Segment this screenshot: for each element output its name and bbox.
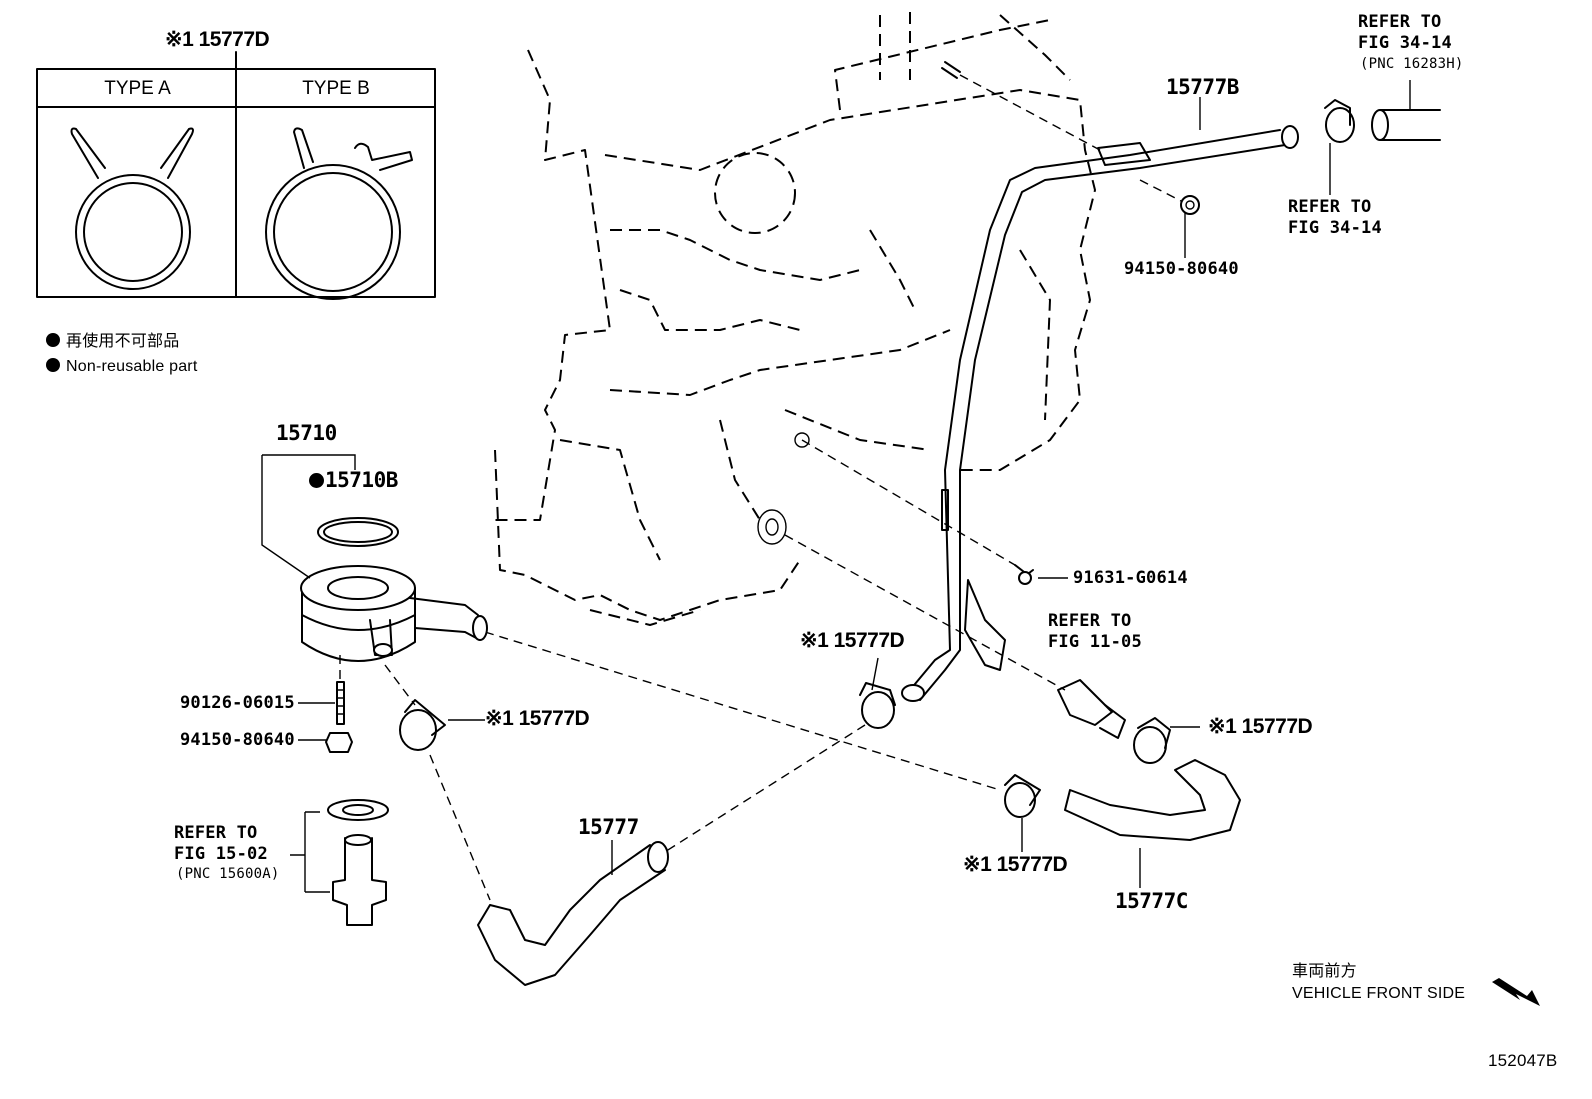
ref-fig-15-02-line2: FIG 15-02 xyxy=(174,844,268,864)
clamp-lower xyxy=(1004,774,1041,818)
engine-mount-boss xyxy=(757,432,810,545)
clamp-top-right xyxy=(1324,99,1355,143)
figure-id: 152047B xyxy=(1488,1051,1558,1070)
clamp-right xyxy=(1133,717,1171,764)
type-b-label: TYPE B xyxy=(302,78,370,99)
bolt-91631 xyxy=(1014,564,1034,585)
ref-fig-11-05-line2: FIG 11-05 xyxy=(1048,632,1142,652)
legend-non-reusable-en: Non-reusable part xyxy=(46,356,197,378)
clamp-type-a-drawing xyxy=(70,127,194,290)
engine-block-phantom xyxy=(494,12,1096,626)
ref-fig-34-14-line1: REFER TO xyxy=(1288,197,1372,217)
stud-top xyxy=(941,61,961,79)
label-clamp-15777d-center: ※1 15777D xyxy=(800,629,905,652)
ref-fig-34-14-pnc-line3: (PNC 16283H) xyxy=(1360,56,1464,72)
assembly-dashed-lines xyxy=(339,74,1186,901)
label-15710b: 15710B xyxy=(309,469,398,491)
label-clamp-15777d-lower: ※1 15777D xyxy=(963,853,1068,876)
hose-15777 xyxy=(477,841,669,986)
label-clamp-15777d-right: ※1 15777D xyxy=(1208,715,1313,738)
clamp-type-b-drawing xyxy=(265,127,413,300)
vehicle-front-arrow-icon xyxy=(1492,978,1540,1006)
label-clamp-15777d-cooler: ※1 15777D xyxy=(485,707,590,730)
non-reusable-dot-icon xyxy=(309,473,324,488)
ref-fig-34-14-line2: FIG 34-14 xyxy=(1288,218,1382,238)
label-15777b: 15777B xyxy=(1166,75,1239,99)
nut-94150-top xyxy=(1180,195,1200,215)
hose-15777c xyxy=(1064,759,1241,841)
label-15710: 15710 xyxy=(276,421,337,445)
label-90126-06015: 90126-06015 xyxy=(180,693,295,713)
pipe-15777b xyxy=(901,125,1299,702)
nut-94150-left xyxy=(325,732,353,753)
fitting-refer-11-05 xyxy=(1057,679,1126,739)
non-reusable-dot-icon xyxy=(46,333,60,347)
non-reusable-dot-icon xyxy=(46,358,60,372)
ref-fig-11-05-line1: REFER TO xyxy=(1048,611,1132,631)
hose-end-top-right xyxy=(1371,109,1441,141)
label-91631-g0614: 91631-G0614 xyxy=(1073,568,1188,588)
label-leaders xyxy=(298,80,1411,888)
clamp-near-cooler xyxy=(399,699,446,751)
oil-cooler-15710 xyxy=(261,454,488,662)
ref-fig-34-14-pnc-line2: FIG 34-14 xyxy=(1358,33,1452,53)
table-header-code: ※1 15777D xyxy=(165,28,270,51)
ref-fig-34-14-pnc-line1: REFER TO xyxy=(1358,12,1442,32)
label-15777c: 15777C xyxy=(1115,889,1188,913)
legend-non-reusable-jp: 再使用不可部品 xyxy=(46,331,179,353)
label-94150-80640-top: 94150-80640 xyxy=(1124,259,1239,279)
bolt-90126 xyxy=(336,681,345,725)
clamp-type-table xyxy=(36,51,436,298)
ref-fig-15-02-line1: REFER TO xyxy=(174,823,258,843)
oil-filter-union xyxy=(290,799,389,926)
label-15777: 15777 xyxy=(578,815,639,839)
direction-label-jp: 車両前方 xyxy=(1292,963,1357,980)
ref-fig-15-02-line3: (PNC 15600A) xyxy=(176,866,280,882)
label-94150-80640-left: 94150-80640 xyxy=(180,730,295,750)
direction-label-en: VEHICLE FRONT SIDE xyxy=(1292,985,1466,1002)
clamp-center xyxy=(859,682,896,729)
type-a-label: TYPE A xyxy=(104,78,171,99)
